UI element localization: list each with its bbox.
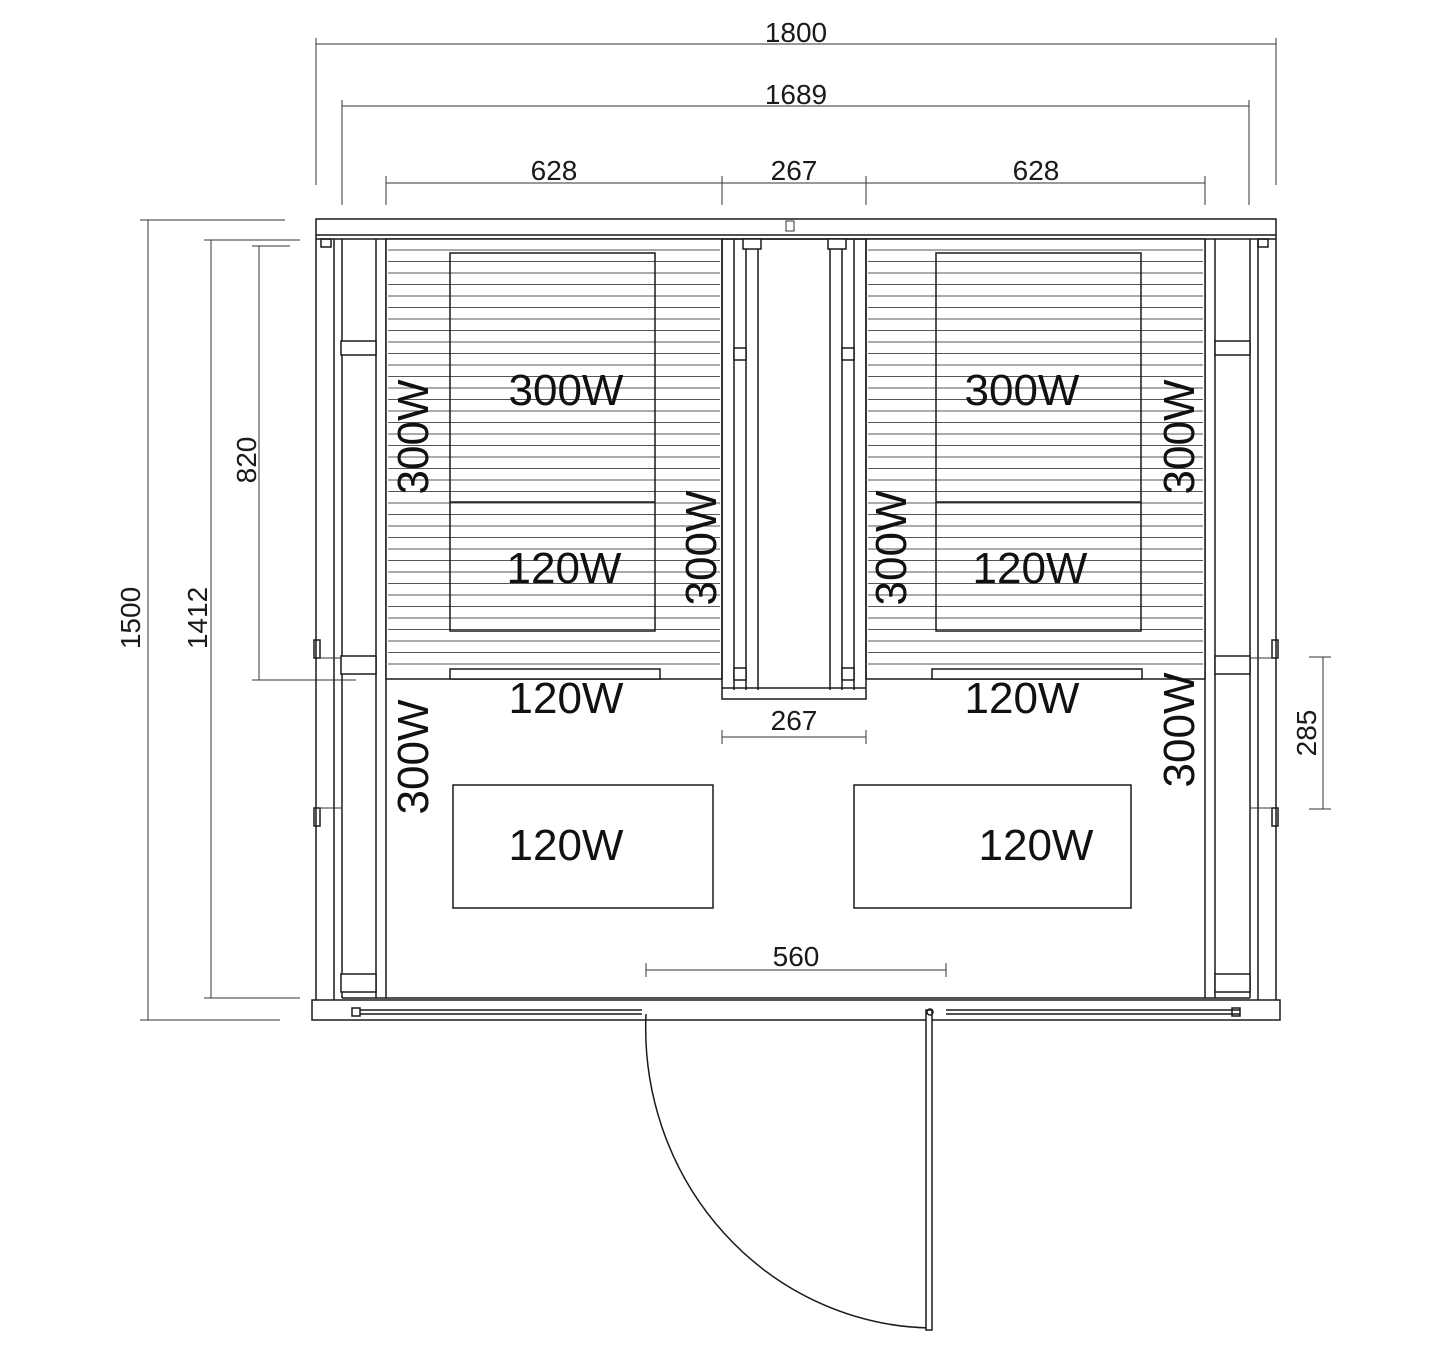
dimension-bench-depth: 820	[231, 245, 356, 681]
right-bench-slats	[868, 249, 1203, 665]
top-wall	[315, 218, 1277, 248]
dimension-side-panel: 285	[1291, 656, 1331, 810]
heater-label-right-wall-upper: 300W	[1155, 379, 1204, 494]
dim-label-1800: 1800	[765, 17, 827, 48]
left-wall	[313, 239, 387, 1000]
dimension-inner-depth: 1412	[182, 239, 300, 999]
heater-label-left-bench-bottom: 120W	[507, 544, 622, 593]
dim-label-560: 560	[773, 941, 820, 972]
dim-label-1412: 1412	[182, 587, 213, 649]
front-wall	[311, 997, 1281, 1021]
dimension-center-bottom: 267	[721, 705, 867, 744]
dimension-overall-width: 1800	[315, 17, 1277, 185]
dim-label-1689: 1689	[765, 79, 827, 110]
dim-label-628-right: 628	[1013, 155, 1060, 186]
right-wall	[1204, 239, 1279, 1000]
heater-label-left-wall-upper: 300W	[389, 379, 438, 494]
dim-label-267-top: 267	[771, 155, 818, 186]
heater-label-right-bench-top: 300W	[965, 366, 1080, 415]
dim-label-267-bottom: 267	[771, 705, 818, 736]
door-swing	[644, 1008, 934, 1331]
dimension-bench-row: 628 267 628	[385, 155, 1206, 205]
left-floor-heater	[452, 784, 714, 909]
dim-label-628-left: 628	[531, 155, 578, 186]
dimension-overall-depth: 1500	[115, 219, 285, 1021]
heater-label-left-bench-top: 300W	[509, 366, 624, 415]
heater-label-left-wall-lower: 300W	[389, 699, 438, 814]
dim-label-285: 285	[1291, 710, 1322, 757]
center-column	[721, 238, 867, 700]
left-bench-slats	[388, 249, 720, 665]
dim-label-1500: 1500	[115, 587, 146, 649]
dim-label-820: 820	[231, 437, 262, 484]
heater-label-right-wall-lower: 300W	[1155, 672, 1204, 787]
heater-label-right-bench-front: 120W	[965, 674, 1080, 723]
heater-label-right-bench-bottom: 120W	[973, 544, 1088, 593]
dimension-inner-width: 1689	[341, 79, 1250, 205]
heater-label-left-floor: 120W	[509, 821, 624, 870]
heater-label-left-center: 300W	[677, 490, 726, 605]
heater-label-right-center: 300W	[867, 490, 916, 605]
left-bench	[385, 238, 723, 680]
heater-label-right-floor: 120W	[979, 821, 1094, 870]
dimension-door: 560	[645, 941, 947, 977]
right-bench	[865, 238, 1206, 680]
right-floor-heater	[853, 784, 1132, 909]
heater-label-left-bench-front: 120W	[509, 674, 624, 723]
